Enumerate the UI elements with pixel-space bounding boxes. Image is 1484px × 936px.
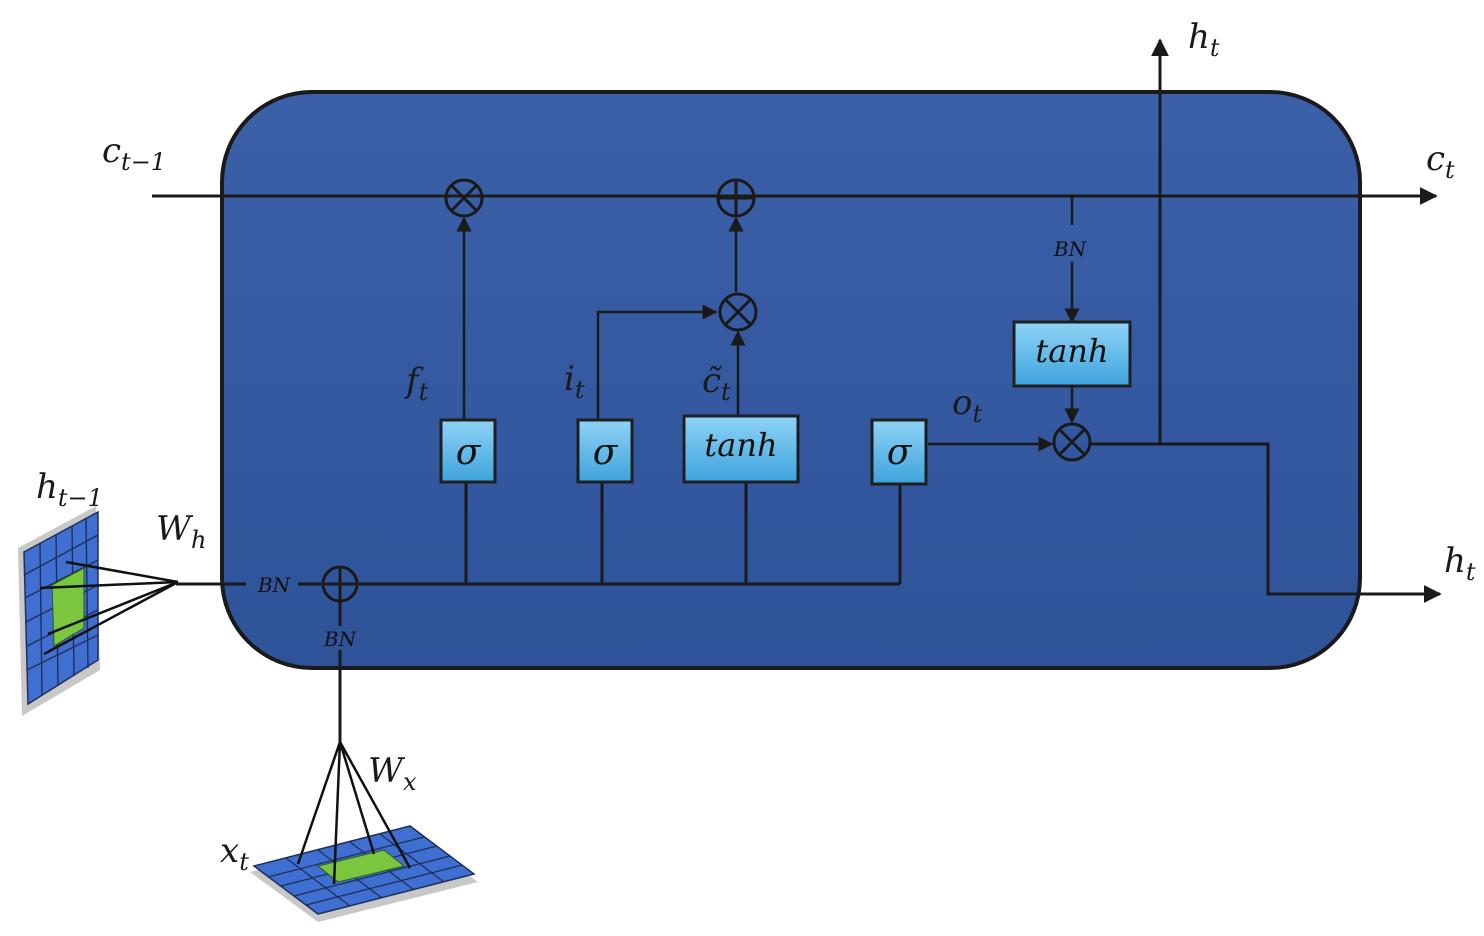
h-right-label: ht — [1444, 541, 1476, 586]
input-to-mult — [596, 304, 718, 420]
input-gate-symbol: σ — [593, 432, 619, 473]
input-multiply-icon — [718, 292, 758, 332]
h-prev-feature-map-icon — [18, 506, 179, 716]
c-tilde-label: c̃t — [702, 361, 731, 406]
w-h-label: Wh — [156, 509, 206, 554]
input-gate: σ — [576, 418, 634, 484]
cell-add-icon — [716, 178, 756, 218]
lstm-cell — [220, 90, 1362, 670]
c-prev-label: ct−1 — [102, 131, 166, 176]
i-t-label: it — [564, 359, 585, 404]
forget-multiply-icon — [444, 178, 484, 218]
candidate-gate-label: tanh — [704, 426, 777, 464]
bn-cell-label: BN — [1053, 237, 1088, 261]
cell-tanh-box: tanh — [1012, 320, 1132, 388]
h-top-label: ht — [1188, 17, 1220, 62]
bn-x-label: BN — [323, 627, 358, 651]
x-t-label: xt — [220, 831, 249, 876]
forget-gate: σ — [439, 418, 497, 484]
w-x-label: Wx — [368, 751, 417, 796]
x-feature-map-icon — [250, 741, 478, 922]
input-add-icon — [321, 565, 359, 603]
output-gate: σ — [870, 418, 928, 486]
h-right-line — [1090, 442, 1442, 603]
o-t-label: ot — [952, 383, 982, 428]
h-prev-label: ht−1 — [36, 467, 103, 512]
output-multiply-icon — [1052, 422, 1092, 462]
bn-h-label: BN — [257, 573, 292, 597]
forget-gate-symbol: σ — [456, 432, 482, 473]
cell-tanh-label: tanh — [1035, 332, 1108, 370]
candidate-gate: tanh — [682, 414, 800, 484]
c-next-label: ct — [1426, 139, 1455, 184]
output-gate-symbol: σ — [887, 432, 913, 473]
